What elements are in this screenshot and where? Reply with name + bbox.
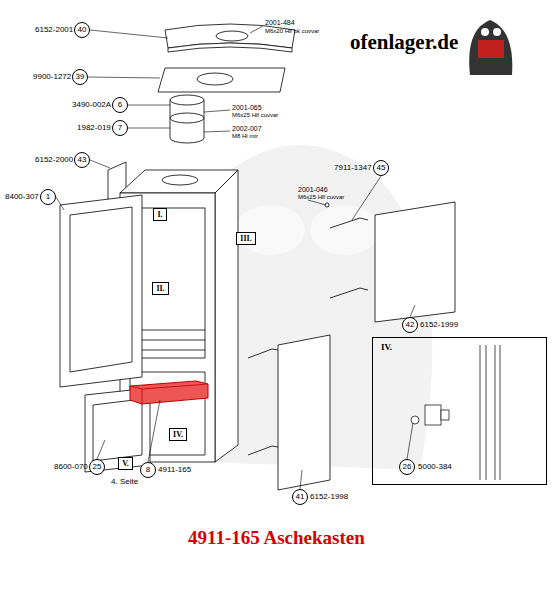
part-number: 4. Seite [111,478,138,486]
part-number: 7911-1347 [334,164,372,172]
part-number: 2001-065 [232,104,262,111]
callout-number: 39 [72,69,88,85]
callout-number: 43 [74,152,90,168]
node-text: 39 [76,73,85,81]
part-number: 8400-307 [5,193,39,201]
node-text: 43 [78,156,87,164]
node-text: 6 [118,101,122,109]
callout-number: 8 [140,462,156,478]
part-number: 8600-070 [54,463,88,471]
view-marker: I. [153,208,167,221]
part-number: 6152-2001 [35,26,73,34]
callout-number: 25 [89,459,105,475]
node-text: II. [156,285,164,293]
logo-mascot [469,20,512,75]
part-number: M8 Hl mtr [232,133,258,139]
part-number: 2001-484 [265,19,295,26]
node-text: 1 [46,193,50,201]
part-number: 9900-1272 [33,73,71,81]
ash-box [130,381,208,404]
node-text: 42 [406,321,415,329]
callout-number: 41 [292,489,308,505]
part-number: 6152-1998 [310,493,348,501]
part-number: M6x20 Hlf bk cuvvar [265,28,319,34]
inset-heading: IV. [381,343,392,352]
node-text: 41 [296,493,305,501]
part-number: 6152-2000 [35,156,73,164]
node-text: 7 [118,124,122,132]
detail-inset: IV. 26 [372,337,547,485]
part-number: 2001-046 [298,186,328,193]
leader-lines [56,26,415,489]
node-text: III. [240,235,251,243]
part-number: M6x25 Hlf cuvvar [232,112,278,118]
node-text: 40 [78,26,87,34]
node-text: 8 [146,466,150,474]
callout-number: 7 [112,120,128,136]
part-number: 3490-002A [72,101,111,109]
part-number: 1982-019 [77,124,111,132]
view-marker: III. [236,232,256,245]
view-marker: IV. [169,428,187,441]
caption: 4911-165 Aschekasten [188,528,365,547]
node-text: IV. [173,431,183,439]
view-marker: II. [152,282,169,295]
callout-number: 42 [402,317,418,333]
part-number: 4911-165 [158,466,191,474]
node-text: V. [122,460,129,468]
node-text: I. [157,211,162,219]
part-number: 6152-1999 [420,321,458,329]
node-text: 25 [93,463,102,471]
node-text: 45 [377,164,386,172]
callout-number: 45 [373,160,389,176]
callout-number: 40 [74,22,90,38]
part-number: M6x25 Hlf cuvvar [298,194,344,200]
part-number: 5000-384 [418,463,452,471]
callout-number: 6 [112,97,128,113]
part-number: 2002-007 [232,125,262,132]
logo-text: ofenlager.de [350,32,458,53]
node-text: 26 [403,463,412,471]
callout-number: 1 [40,189,56,205]
view-marker: V. [118,457,133,470]
callout-number: 26 [399,459,415,475]
